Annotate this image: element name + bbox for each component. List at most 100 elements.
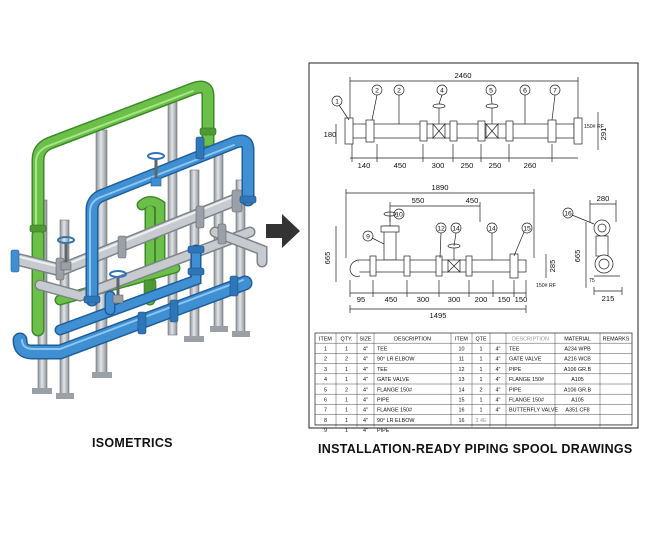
bom-cell: A351 CF8	[565, 408, 589, 414]
bom-cell: 4"	[496, 398, 501, 404]
bom-cell: 4"	[363, 387, 368, 393]
seg-1-1: 140	[358, 161, 371, 170]
bubble-4: 4	[440, 88, 444, 95]
bom-cell: 1	[345, 377, 348, 383]
dim-side-height: 665	[573, 250, 582, 263]
bom-cell: TEE	[377, 347, 388, 353]
dim-left-height-2: 665	[323, 252, 332, 265]
bom-header-cell: ITEM	[455, 336, 468, 342]
spool-drawing-2	[335, 189, 547, 313]
bom-cell: 15	[459, 398, 465, 404]
bom-cell: TEE	[509, 347, 520, 353]
bubble-14b: 14	[488, 226, 496, 233]
bom-cell: 3 4E	[475, 418, 486, 424]
bom-cell: 10	[459, 347, 465, 353]
drawing-sheet: 2460 180 150# RF 291 140 450 300 250 250…	[308, 62, 639, 434]
bubble-9: 9	[366, 234, 370, 241]
bom-cell: 1	[324, 347, 327, 353]
bom-cell: 90° LR ELBOW	[377, 357, 415, 363]
bubble-6: 6	[523, 88, 527, 95]
bom-header-cell: QTY.	[341, 336, 353, 342]
seg-1-3: 300	[432, 161, 445, 170]
bubble-10: 10	[395, 212, 403, 219]
bom-cell: 16	[459, 418, 465, 424]
bom-cell: 13	[459, 377, 465, 383]
bom-header-cell: MATERIAL	[564, 336, 591, 342]
bom-cell: 1	[480, 347, 483, 353]
seg-1-6: 260	[524, 161, 537, 170]
bom-cell: 90° LR ELBOW	[377, 418, 415, 424]
bom-cell: 4"	[496, 408, 501, 414]
dim-side-bottom: 215	[602, 294, 615, 303]
bom-cell: 4"	[363, 398, 368, 404]
bom-header-cell: REMARKS	[603, 336, 630, 342]
bom-cell: PIPE	[509, 387, 522, 393]
seg-2-7: 150	[515, 295, 528, 304]
dim-sub-2b: 450	[466, 196, 479, 205]
bubble-2a: 2	[375, 88, 379, 95]
bubble-7: 7	[553, 88, 557, 95]
bom-cell: FLANGE 150#	[377, 408, 412, 414]
bom-cell: 2	[345, 357, 348, 363]
bom-cell: 5	[324, 387, 327, 393]
bom-cell: 12	[459, 367, 465, 373]
valve-handwheels	[57, 152, 165, 304]
dim-height-1: 180	[324, 130, 337, 139]
bom-cell: A105	[571, 398, 584, 404]
bom-cell: 11	[459, 357, 465, 363]
bom-cell: 2	[324, 357, 327, 363]
bubble-16: 16	[564, 211, 572, 218]
bom-cell: 4"	[496, 347, 501, 353]
bom-cell: 16	[459, 408, 465, 414]
bom-cell: FLANGE 150#	[377, 387, 412, 393]
bom-header-cell: DESCRIPTION	[394, 336, 431, 342]
bom-cell: 4	[324, 377, 327, 383]
bom-cell: 7	[324, 408, 327, 414]
drawing-1-labels: 2460 180 150# RF 291 140 450 300 250 250…	[324, 71, 608, 170]
dim-sub-2a: 550	[412, 196, 425, 205]
dim-right-height-2: 285	[548, 260, 557, 273]
bom-cell: A234 WPB	[564, 347, 591, 353]
dim-overall-2: 1890	[432, 183, 449, 192]
bom-cell: BUTTERFLY VALVE	[509, 408, 558, 414]
bom-cell: GATE VALVE	[377, 377, 410, 383]
bubble-12: 12	[437, 226, 445, 233]
seg-1-5: 250	[489, 161, 502, 170]
bom-cell: 8	[324, 418, 327, 424]
bom-cell: 4"	[363, 347, 368, 353]
bom-cell: FLANGE 150#	[509, 377, 544, 383]
bubble-5: 5	[489, 88, 493, 95]
bom-cell: 4"	[496, 377, 501, 383]
bom-cell: 1	[345, 398, 348, 404]
bubble-14a: 14	[452, 226, 460, 233]
bom-cell: 1	[345, 418, 348, 424]
bom-cell: 4"	[363, 428, 368, 434]
bom-cell: 1	[480, 357, 483, 363]
bom-cell: 1	[345, 367, 348, 373]
bom-cell: TEE	[377, 367, 388, 373]
bom-cell: PIPE	[377, 428, 390, 434]
isometrics-caption: ISOMETRICS	[92, 436, 173, 450]
bom-cell: 4"	[363, 357, 368, 363]
bom-cell: A105	[571, 377, 584, 383]
bom-header-cell: QTE	[475, 336, 486, 342]
flange-rating-2: 150# RF	[536, 283, 556, 289]
seg-1-2: 450	[394, 161, 407, 170]
bom-cell: PIPE	[509, 367, 522, 373]
bom-cell: 1	[345, 428, 348, 434]
bom-cell: A106 GR.B	[564, 387, 592, 393]
bom-cell: 9	[324, 428, 327, 434]
bom-cell: 1	[480, 408, 483, 414]
bom-cell: 1	[480, 398, 483, 404]
bubble-2b: 2	[397, 88, 401, 95]
dim-side-top: 280	[597, 194, 610, 203]
bom-cell: 1	[345, 408, 348, 414]
drawing-2-labels: 1890 550 450 665 285 150# RF 95 450 300 …	[323, 183, 557, 320]
side-view-labels: 280 665 75 215 16	[564, 194, 614, 303]
bubble-1: 1	[335, 99, 339, 106]
bom-cell: 2	[480, 387, 483, 393]
bom-cell: 4"	[363, 377, 368, 383]
bom-cell: 1	[345, 347, 348, 353]
bom-cell: 1	[480, 367, 483, 373]
